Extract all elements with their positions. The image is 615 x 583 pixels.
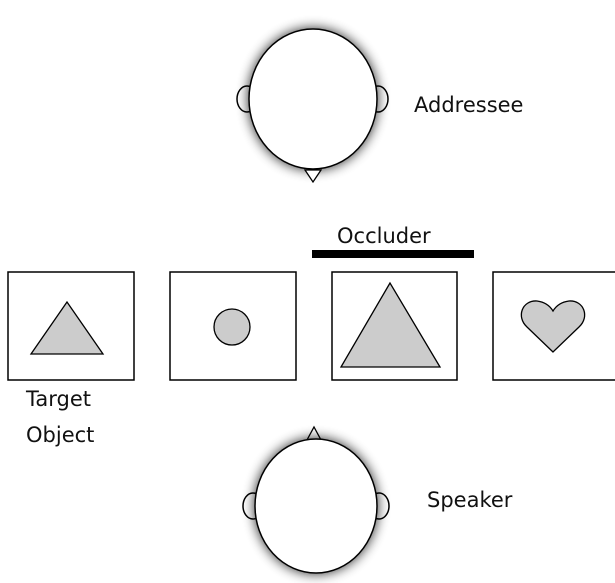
- circle-shape: [213, 308, 251, 346]
- occluder-label: Occluder: [337, 224, 431, 248]
- addressee-head-shape: [248, 28, 378, 170]
- addressee-head: [236, 28, 389, 184]
- object-box-1: [7, 271, 135, 381]
- speaker-head: [242, 425, 390, 574]
- small-triangle: [29, 300, 105, 355]
- occluder-bar: [312, 250, 474, 258]
- object-box-4: [492, 271, 615, 381]
- speaker-label: Speaker: [427, 488, 513, 512]
- addressee-nose: [303, 169, 323, 184]
- target-label-line1: Target: [25, 387, 91, 411]
- large-triangle: [339, 281, 442, 368]
- target-label-line2: Object: [26, 423, 94, 447]
- speaker-nose: [305, 425, 323, 441]
- object-box-2: [169, 271, 297, 381]
- heart-shape: [520, 300, 586, 353]
- object-box-3: [331, 271, 458, 381]
- addressee-label: Addressee: [414, 93, 523, 117]
- speaker-head-shape: [254, 438, 378, 574]
